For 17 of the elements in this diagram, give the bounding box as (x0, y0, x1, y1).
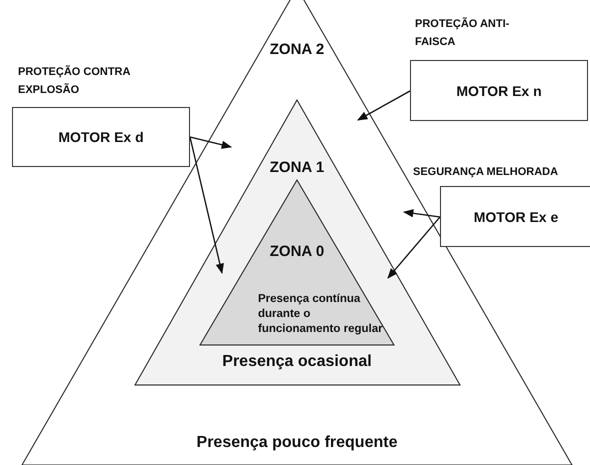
arrow (387, 216, 440, 279)
zone-description: Presença contínua durante o funcionamento regular (258, 292, 384, 337)
protection-heading: PROTEÇÃO ANTI-FAISCA (415, 16, 510, 50)
zone-label: ZONA 2 (268, 40, 326, 60)
arrow (189, 136, 224, 274)
protection-heading: SEGURANÇA MELHORADA (413, 165, 560, 180)
zone-label: ZONA 1 (268, 158, 326, 178)
zone-label: ZONA 0 (268, 242, 326, 262)
zone-description: Presença ocasional (221, 352, 373, 372)
motor-box: MOTOR Ex d (12, 107, 190, 167)
motor-box: MOTOR Ex e (440, 186, 590, 247)
motor-box: MOTOR Ex n (410, 60, 588, 121)
arrow (357, 90, 410, 121)
arrow (402, 209, 440, 218)
zone-description: Presença pouco frequente (196, 433, 398, 453)
arrow (190, 136, 232, 149)
protection-heading: PROTEÇÃO CONTRA EXPLOSÃO (18, 64, 132, 98)
